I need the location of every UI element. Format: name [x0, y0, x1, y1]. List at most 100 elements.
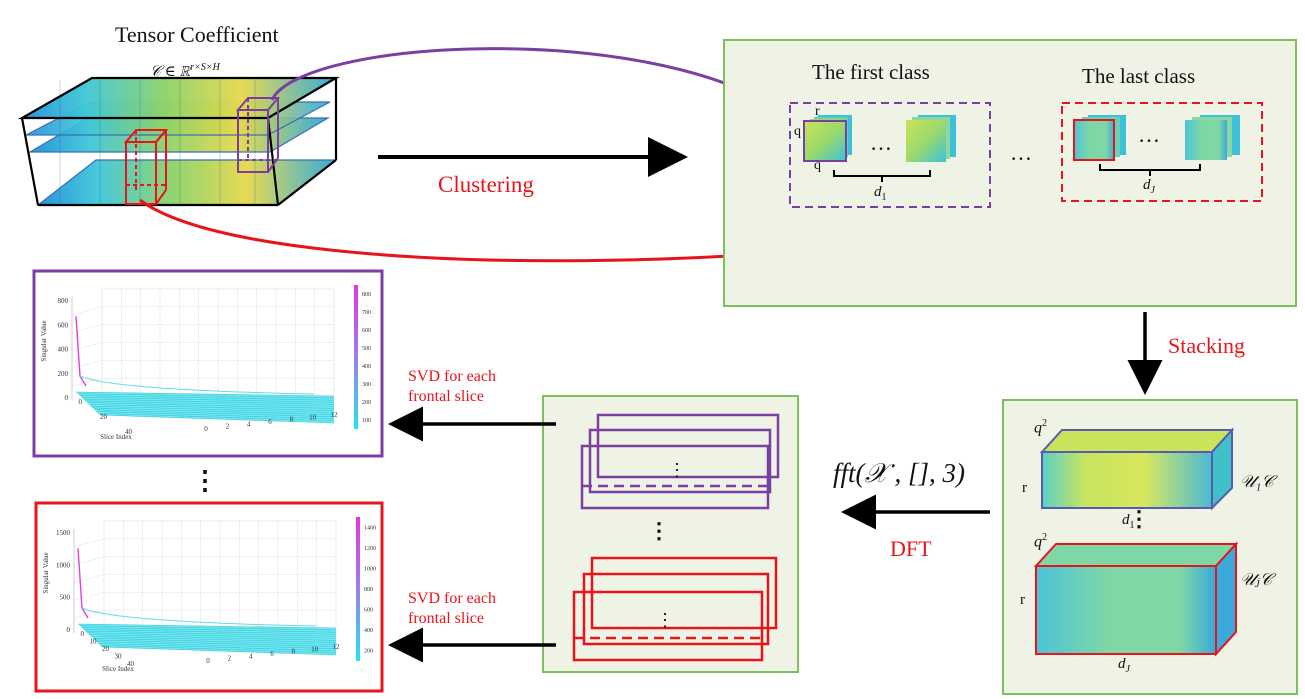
y-tick-label: 4 [247, 420, 251, 428]
x-tick-label: 20 [102, 645, 110, 653]
grid-line [73, 592, 105, 601]
dJ-bracket [1099, 164, 1201, 176]
z-tick-label: 600 [58, 321, 69, 329]
q2-base-2: q [1034, 533, 1042, 551]
stacking-label: Stacking [1168, 333, 1245, 358]
class-panel [723, 39, 1297, 307]
tensor-title: Tensor Coefficient [115, 22, 279, 47]
red-fiber-cube [123, 129, 169, 205]
last-class-ellipsis: … [1138, 122, 1160, 147]
cube2-dJ: dJ [1118, 656, 1130, 675]
surface-mesh [90, 636, 337, 643]
tensor-layer-top [22, 78, 336, 118]
surface-mesh [85, 630, 337, 637]
surface-mesh [101, 646, 337, 656]
svd-bottom-line1: SVD for each [408, 590, 496, 607]
cube-vdots: ⋮ [1128, 506, 1150, 531]
between-class-ellipsis: … [1010, 140, 1032, 165]
first-class-q-left: q [794, 124, 801, 139]
x-tick-label: 0 [81, 630, 85, 638]
y-tick-label: 8 [290, 416, 294, 424]
x-tick-label: 10 [90, 638, 98, 646]
cube2-r: r [1020, 592, 1025, 608]
surface-mesh [94, 639, 337, 647]
colorbar-tick-label: 1200 [364, 546, 376, 552]
surface-mesh [94, 409, 335, 418]
colorbar-tick-label: 600 [362, 328, 371, 334]
z-tick-label: 0 [65, 394, 69, 402]
formula-exp: r×S×H [190, 62, 220, 73]
x-tick-label: 30 [115, 653, 123, 661]
colorbar-tick-label: 200 [364, 649, 373, 655]
y-tick-label: 0 [206, 657, 210, 665]
y-tick-label: 4 [249, 652, 253, 660]
fft-label: fft(𝒳 , [], 3) [833, 458, 965, 488]
cube1-u1c: 𝒰₁𝒞 [1240, 472, 1274, 491]
cube-ujc [1033, 541, 1239, 657]
y-tick-label: 12 [331, 411, 339, 419]
surface-mesh [92, 407, 335, 415]
q2-exp-2: 2 [1042, 532, 1047, 543]
colorbar-tick-label: 800 [364, 587, 373, 593]
y-tick-label: 6 [270, 650, 274, 658]
surface-mesh [81, 627, 337, 633]
first-class-r: r [815, 104, 820, 119]
z-tick-label: 0 [67, 626, 71, 634]
last-class-box [1061, 102, 1263, 202]
colorbar-tick-label: 100 [362, 418, 371, 424]
surface-mesh [98, 412, 335, 422]
x-axis-label: Slice Index [100, 433, 132, 441]
colorbar-tick-label: 1400 [364, 525, 376, 531]
dft-label: DFT [890, 536, 932, 561]
surface-mesh [99, 414, 335, 424]
x-tick-label: 40 [125, 428, 133, 436]
colorbar-tick-label: 300 [362, 382, 371, 388]
cube1-q2: q2 [1034, 418, 1047, 437]
surface-decay [81, 607, 317, 627]
colorbar-tick-label: 600 [364, 608, 373, 614]
surface-mesh [87, 402, 335, 409]
z-axis-label: Singular Value [42, 552, 50, 593]
z-tick-label: 200 [58, 370, 69, 378]
surface-mesh [81, 397, 335, 403]
purple-curve-arrow [270, 47, 781, 112]
chart-panel-top [32, 269, 384, 458]
formula-base: 𝒞 ∈ ℝ [150, 64, 191, 80]
surface-mesh [83, 398, 335, 405]
clustering-label: Clustering [438, 172, 534, 197]
frontal-slice-panel [542, 395, 799, 673]
z-tick-label: 800 [58, 297, 69, 305]
tensor-block [17, 76, 341, 207]
z-axis-label: Singular Value [40, 320, 48, 361]
y-tick-label: 8 [292, 648, 296, 656]
cube2-ujc: 𝒰ⱼ𝒞 [1240, 570, 1273, 589]
z-tick-label: 1000 [56, 561, 71, 569]
surface-mesh [89, 634, 337, 641]
d1-base: d [874, 184, 882, 200]
surface-decay [79, 375, 315, 395]
y-tick-label: 2 [228, 655, 232, 663]
y-tick-label: 6 [268, 418, 272, 426]
x-axis-label: Slice Index [102, 665, 134, 673]
x-tick-label: 0 [79, 398, 83, 406]
grid-line [71, 360, 103, 369]
colorbar-tick-label: 200 [362, 400, 371, 406]
q2-base-1: q [1034, 419, 1042, 437]
chart-vdots: ⋮ [192, 466, 218, 495]
colorbar-tick-label: 1000 [364, 566, 376, 572]
colorbar-tick-label: 400 [364, 628, 373, 634]
surface-mesh [100, 644, 337, 654]
surface-mesh [77, 623, 337, 629]
surface-mesh [83, 629, 337, 635]
first-class-q-bottom: q [814, 158, 821, 173]
slice-dots-red: ⋮ [656, 610, 674, 630]
last-class-slices [1073, 115, 1240, 161]
colorbar-tick-label: 700 [362, 310, 371, 316]
y-tick-label: 0 [204, 425, 208, 433]
cube-u1c [1039, 427, 1235, 511]
grid-line [71, 342, 103, 351]
tensor-formula: 𝒞 ∈ ℝr×S×H [150, 62, 220, 81]
